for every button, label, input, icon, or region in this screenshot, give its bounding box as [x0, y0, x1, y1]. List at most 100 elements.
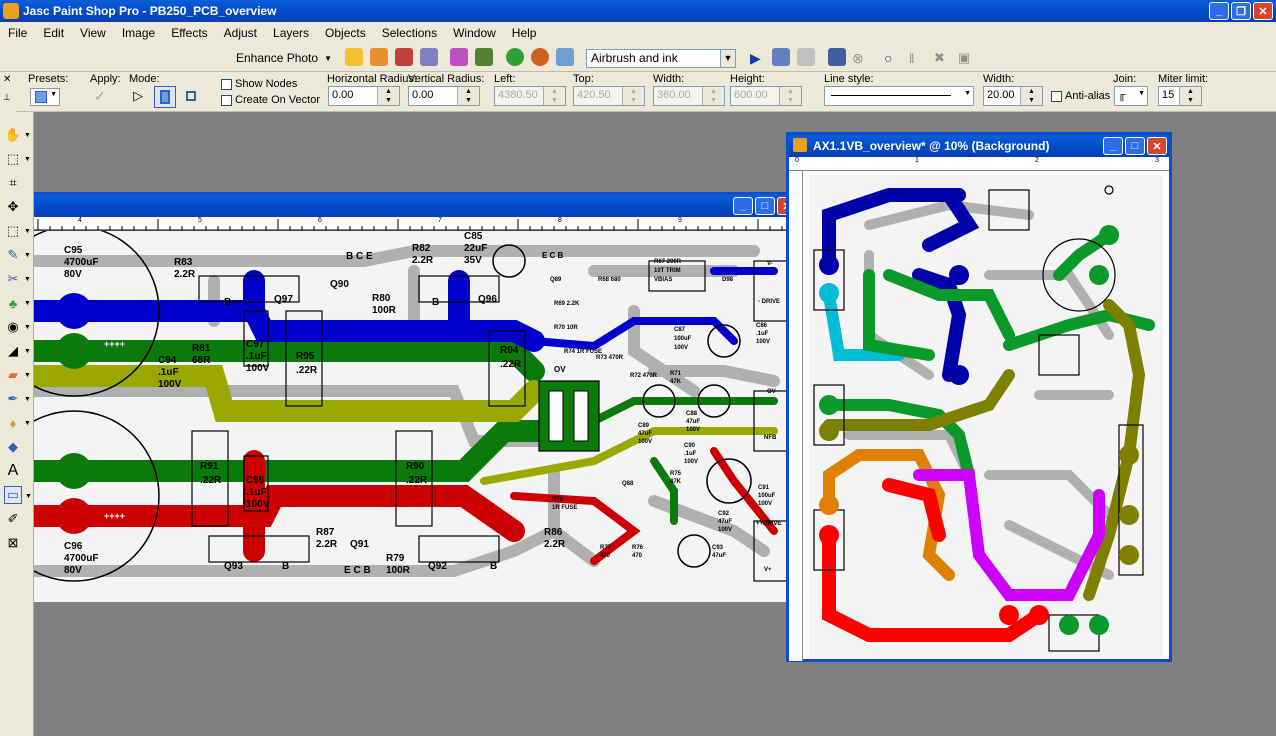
- clone-tool[interactable]: ✂▼: [7, 271, 31, 286]
- scratch-tool[interactable]: ♣▼: [8, 295, 31, 311]
- pin-icon[interactable]: ⊥: [3, 92, 11, 102]
- spinner-icon[interactable]: ▲▼: [622, 87, 644, 105]
- menu-selections[interactable]: Selections: [381, 26, 438, 40]
- brush-preset-select[interactable]: Airbrush and ink ▼: [586, 49, 736, 68]
- play-icon[interactable]: ▶: [750, 49, 761, 66]
- menu-window[interactable]: Window: [453, 26, 496, 40]
- r91-label: R91: [200, 461, 219, 472]
- doc-maximize-button[interactable]: □: [1125, 137, 1145, 155]
- text-tool[interactable]: A: [4, 462, 22, 480]
- stop-icon[interactable]: ⊗: [852, 49, 864, 66]
- dropper-tool[interactable]: ✎▼: [7, 247, 31, 262]
- stroke-width-input[interactable]: 20.00▲▼: [983, 86, 1043, 106]
- warp-tool[interactable]: ⊠: [4, 534, 22, 552]
- hand-icon: ✋: [4, 127, 22, 142]
- spinner-icon[interactable]: ▲▼: [457, 87, 479, 105]
- selection-tool[interactable]: ⬚▼: [6, 151, 31, 166]
- pen-tool[interactable]: ✐: [4, 510, 22, 528]
- create-on-vector-checkbox[interactable]: [221, 95, 232, 106]
- text-icon: A: [7, 462, 19, 479]
- spinner-icon[interactable]: ▲▼: [702, 87, 724, 105]
- cancel-icon[interactable]: ✖: [934, 50, 945, 65]
- doc-minimize-button[interactable]: _: [733, 197, 753, 215]
- top-input[interactable]: 420.50▲▼: [573, 86, 645, 106]
- miter-limit-input[interactable]: 15▲▼: [1158, 86, 1202, 106]
- menu-file[interactable]: File: [8, 26, 28, 40]
- ax-document-window[interactable]: AX1.1VB_overview* @ 10% (Background) _ □…: [786, 132, 1172, 662]
- menu-effects[interactable]: Effects: [171, 26, 208, 40]
- horizontal-radius-input[interactable]: 0.00▲▼: [328, 86, 400, 106]
- menu-layers[interactable]: Layers: [273, 26, 310, 40]
- pause-icon[interactable]: ‖: [909, 50, 915, 66]
- spinner-icon[interactable]: ▲▼: [377, 87, 399, 105]
- landscape-icon[interactable]: [475, 48, 493, 66]
- script-icon[interactable]: [772, 48, 790, 66]
- c95-label: C95: [64, 245, 83, 256]
- presets-label: Presets:: [28, 73, 69, 85]
- run-script-icon[interactable]: [828, 48, 846, 66]
- q88-label: Q88: [622, 481, 634, 487]
- ov-terminal-label: OV: [767, 389, 776, 395]
- menu-view[interactable]: View: [80, 26, 106, 40]
- restore-button[interactable]: ❐: [1231, 2, 1251, 20]
- vertical-radius-input[interactable]: 0.00▲▼: [408, 86, 480, 106]
- red-eye-icon[interactable]: [395, 48, 413, 66]
- picture-icon[interactable]: [556, 48, 574, 66]
- grid-icon[interactable]: [797, 48, 815, 66]
- apply-check-icon[interactable]: ✓: [94, 88, 106, 104]
- menu-help[interactable]: Help: [511, 26, 537, 40]
- shape-tool[interactable]: ▭▼: [4, 486, 32, 504]
- menu-image[interactable]: Image: [121, 26, 156, 40]
- doc-minimize-button[interactable]: _: [1103, 137, 1123, 155]
- person-green-icon[interactable]: [506, 48, 524, 66]
- anti-alias-checkbox[interactable]: [1051, 91, 1062, 102]
- presets-button[interactable]: ▼: [30, 88, 60, 106]
- pcb-canvas[interactable]: [809, 175, 1163, 657]
- move-tool[interactable]: ✥: [4, 198, 22, 216]
- spinner-icon[interactable]: ▲▼: [1020, 87, 1042, 105]
- fill-tool[interactable]: ♦▼: [9, 415, 31, 431]
- person-orange-icon[interactable]: [531, 48, 549, 66]
- pcb-document-window[interactable]: _ □ ✕ 4 5 6 7 8 9: [34, 192, 802, 602]
- crop-tool[interactable]: ⌗: [4, 174, 22, 192]
- menu-objects[interactable]: Objects: [325, 26, 366, 40]
- c86-value: .1uF: [756, 331, 769, 337]
- show-nodes-checkbox[interactable]: [221, 79, 232, 90]
- width-input[interactable]: 360.00▲▼: [653, 86, 725, 106]
- rectangle-icon: ▭: [6, 487, 20, 502]
- save-icon[interactable]: ▣: [958, 50, 971, 65]
- close-icon[interactable]: ✕: [3, 74, 12, 85]
- enhance-photo-button[interactable]: Enhance Photo ▼: [236, 48, 332, 68]
- spinner-icon[interactable]: ▲▼: [779, 87, 801, 105]
- line-style-select[interactable]: ▼: [824, 86, 974, 106]
- eraser-tool[interactable]: ▰▼: [8, 367, 31, 382]
- retouch-tool[interactable]: ◉▼: [7, 319, 31, 334]
- doc-maximize-button[interactable]: □: [755, 197, 775, 215]
- flood-fill-tool[interactable]: ◆: [4, 438, 22, 456]
- smart-fix-icon[interactable]: [370, 48, 388, 66]
- spinner-icon[interactable]: ▲▼: [1179, 87, 1201, 105]
- doc-close-button[interactable]: ✕: [1147, 137, 1167, 155]
- record-icon[interactable]: ○: [884, 50, 893, 66]
- height-input[interactable]: 600.00▲▼: [730, 86, 802, 106]
- brush-tool[interactable]: ◢▼: [8, 343, 31, 358]
- spinner-icon[interactable]: ▲▼: [543, 87, 565, 105]
- menu-edit[interactable]: Edit: [43, 26, 65, 40]
- close-button[interactable]: ✕: [1253, 2, 1273, 20]
- square-mode-icon[interactable]: [186, 91, 196, 101]
- airbrush-tool[interactable]: ✒▼: [7, 391, 31, 406]
- auto-fix-icon[interactable]: [345, 48, 363, 66]
- r94-label: R94: [500, 345, 519, 356]
- vertical-ruler: [789, 171, 803, 661]
- marquee-tool[interactable]: ⬚▼: [6, 223, 31, 238]
- pan-tool[interactable]: ✋▼: [4, 127, 31, 142]
- left-input[interactable]: 4380.50▲▼: [494, 86, 566, 106]
- clarify-icon[interactable]: [420, 48, 438, 66]
- portrait-icon[interactable]: [450, 48, 468, 66]
- edit-mode-arrow-icon[interactable]: ▷: [133, 88, 143, 103]
- pcb-canvas[interactable]: C95 4700uF 80V ++++ C96 4700uF 80V ++++ …: [34, 231, 799, 602]
- join-select[interactable]: ╓ ▼: [1114, 86, 1148, 106]
- menu-adjust[interactable]: Adjust: [223, 26, 258, 40]
- draw-mode-button[interactable]: [154, 86, 176, 108]
- minimize-button[interactable]: _: [1209, 2, 1229, 20]
